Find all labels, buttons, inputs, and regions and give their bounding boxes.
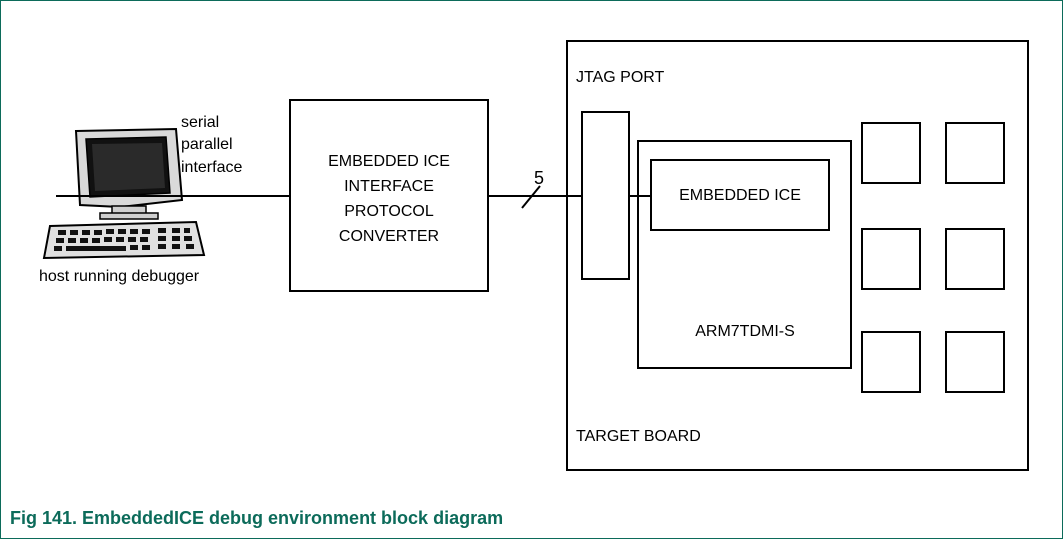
- converter-box: [289, 99, 489, 292]
- host-label: host running debugger: [39, 268, 200, 285]
- keyboard-icon: [42, 220, 206, 260]
- target-board-box: [566, 40, 1029, 471]
- link-label-parallel: parallel: [181, 136, 233, 153]
- converter-line-1: EMBEDDED ICE: [328, 153, 450, 170]
- link-label-serial: serial: [181, 114, 219, 131]
- converter-line-2: INTERFACE: [344, 178, 434, 195]
- jtag-port-box: [581, 111, 630, 280]
- target-board-label: TARGET BOARD: [576, 428, 701, 445]
- core-label: ARM7TDMI-S: [695, 323, 795, 340]
- peripheral-block: [861, 228, 921, 290]
- figure-caption: Fig 141. EmbeddedICE debug environment b…: [10, 508, 503, 528]
- bus-width-label: 5: [534, 168, 544, 188]
- peripheral-block: [945, 122, 1005, 184]
- arm-core-box: [637, 140, 852, 369]
- embedded-ice-label: EMBEDDED ICE: [679, 187, 801, 204]
- jtag-port-label: JTAG PORT: [576, 69, 665, 86]
- peripheral-block: [945, 228, 1005, 290]
- bus-width-slash: [521, 185, 541, 209]
- link-label-interface: interface: [181, 159, 242, 176]
- computer-icon: [74, 127, 184, 220]
- converter-line-4: CONVERTER: [339, 228, 439, 245]
- converter-line-3: PROTOCOL: [344, 203, 434, 220]
- peripheral-block: [945, 331, 1005, 393]
- peripheral-block: [861, 331, 921, 393]
- embedded-ice-box: [650, 159, 830, 231]
- peripheral-block: [861, 122, 921, 184]
